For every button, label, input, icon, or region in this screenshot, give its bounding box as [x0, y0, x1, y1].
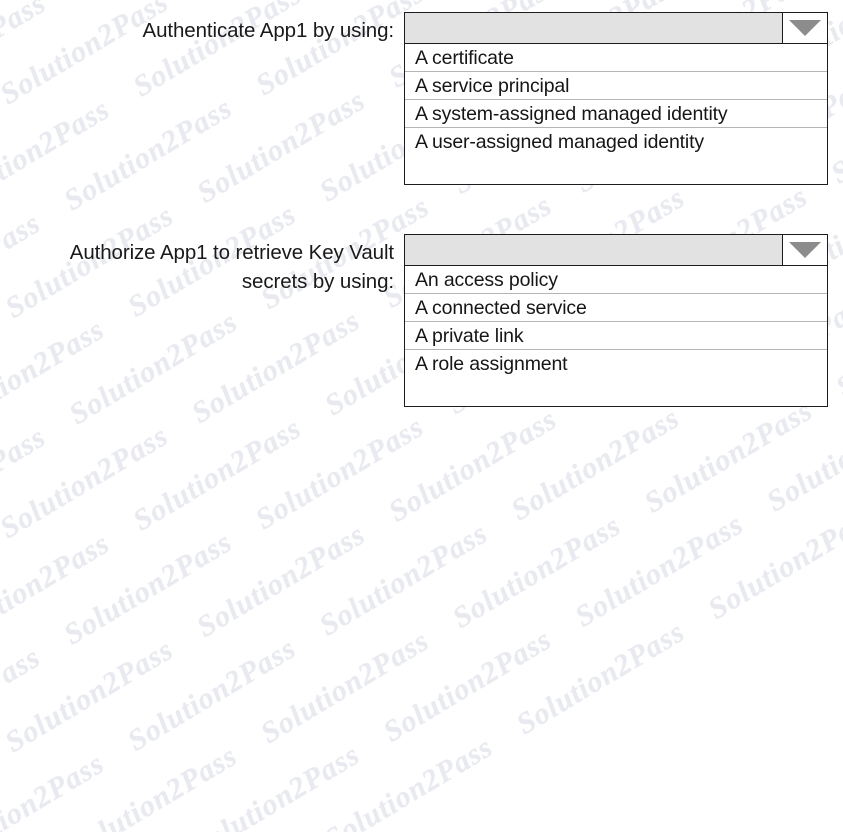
option-item[interactable]: A service principal — [405, 72, 827, 100]
option-list-authenticate: A certificate A service principal A syst… — [405, 44, 827, 156]
chevron-down-icon — [789, 242, 821, 258]
dropdown-header-authenticate[interactable] — [405, 13, 827, 44]
option-item[interactable]: A connected service — [405, 294, 827, 322]
option-list-empty-space — [405, 378, 827, 406]
prompt-label-authorize-line2: secrets by using: — [241, 270, 394, 293]
dropdown-authorize[interactable]: An access policy A connected service A p… — [404, 234, 828, 407]
question-block-authorize: Authorize App1 to retrieve Key Vault sec… — [0, 234, 843, 407]
dropdown-selected-value-authorize[interactable] — [405, 235, 783, 265]
dropdown-toggle-button-authenticate[interactable] — [783, 13, 827, 43]
dropdown-header-authorize[interactable] — [405, 235, 827, 266]
dropdown-authenticate[interactable]: A certificate A service principal A syst… — [404, 12, 828, 185]
option-list-empty-space — [405, 156, 827, 184]
prompt-label-authenticate: Authenticate App1 by using: — [142, 19, 395, 42]
option-item[interactable]: A certificate — [405, 44, 827, 72]
question-block-authenticate: Authenticate App1 by using: A certificat… — [0, 12, 843, 185]
question-content: Authenticate App1 by using: A certificat… — [0, 12, 843, 407]
option-item[interactable]: A private link — [405, 322, 827, 350]
option-list-authorize: An access policy A connected service A p… — [405, 266, 827, 378]
option-item[interactable]: An access policy — [405, 266, 827, 294]
prompt-label-authorize: Authorize App1 to retrieve Key Vault sec… — [0, 234, 404, 296]
option-item[interactable]: A system-assigned managed identity — [405, 100, 827, 128]
dropdown-selected-value-authenticate[interactable] — [405, 13, 783, 43]
dropdown-toggle-button-authorize[interactable] — [783, 235, 827, 265]
chevron-down-icon — [789, 20, 821, 36]
option-item[interactable]: A user-assigned managed identity — [415, 131, 704, 153]
prompt-label-authorize-line1: Authorize App1 to retrieve Key Vault — [69, 241, 394, 264]
option-item[interactable]: A role assignment — [415, 353, 568, 375]
